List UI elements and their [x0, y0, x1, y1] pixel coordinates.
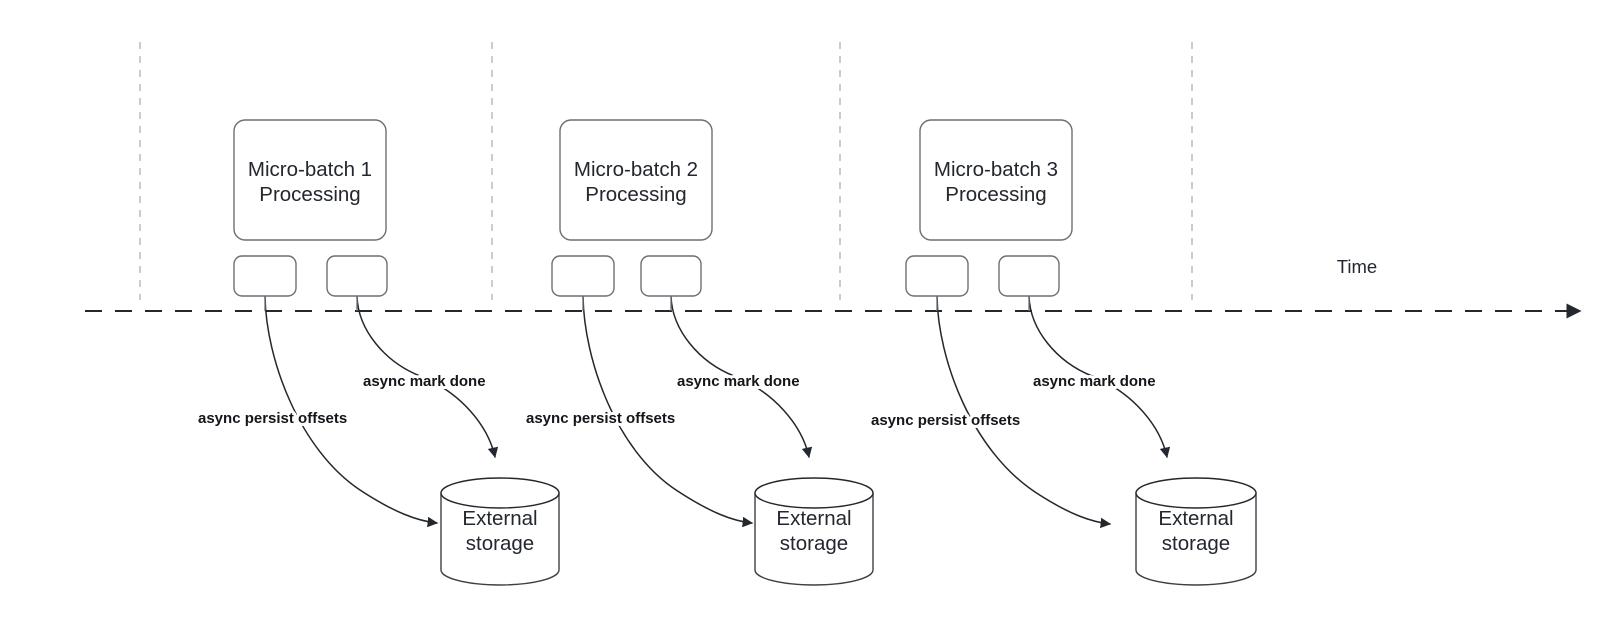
micro-batch-box-outline	[233, 119, 387, 241]
micro-batch-label-line1: Micro-batch 1	[248, 158, 372, 181]
edge-persist-offsets-2-label-halo: async persist offsets	[526, 410, 675, 427]
edge-persist-offsets-3	[936, 295, 1112, 529]
cylinder-top-ellipse	[440, 477, 560, 509]
time-axis-label: Time	[1337, 256, 1377, 277]
external-storage-label-line1: External	[462, 507, 537, 530]
micro-batch-label-line1: Micro-batch 2	[574, 158, 698, 181]
task-box-persist-1[interactable]	[233, 255, 297, 297]
task-box-markdone-2[interactable]	[640, 255, 702, 297]
edge-mark-done-1-label-halo: async mark done	[363, 373, 486, 390]
cylinder-top-ellipse	[1135, 477, 1257, 509]
diagram-shapes: Micro-batch 1ProcessingExternalstorageMi…	[233, 119, 1257, 586]
edge-persist-offsets-1-label: async persist offsets	[198, 410, 347, 427]
task-box-markdone-1[interactable]	[326, 255, 388, 297]
task-box-markdone-3[interactable]	[998, 255, 1060, 297]
edge-persist-offsets-3-label-halo: async persist offsets	[871, 412, 1020, 429]
micro-batch-box-outline	[919, 119, 1073, 241]
external-storage-label-line1: External	[1158, 507, 1233, 530]
cylinder-body	[440, 492, 560, 586]
edge-mark-done-3	[1028, 295, 1171, 459]
edge-persist-offsets-1-label-halo: async persist offsets	[198, 410, 347, 427]
edge-mark-done-2	[670, 295, 813, 459]
edge-persist-offsets-2	[582, 295, 754, 528]
edge-mark-done-1	[356, 295, 499, 459]
external-storage-label-line2: storage	[466, 532, 534, 555]
task-box-persist-2[interactable]	[551, 255, 615, 297]
micro-batch-box-outline	[559, 119, 713, 241]
external-storage-label-line2: storage	[780, 532, 848, 555]
async-flow-edges	[264, 295, 1171, 529]
micro-batch-label-line2: Processing	[945, 183, 1046, 206]
micro-batch-label-line1: Micro-batch 3	[934, 158, 1058, 181]
cylinder-body	[754, 492, 874, 586]
edge-mark-done-3-label-halo: async mark done	[1033, 373, 1156, 390]
edge-mark-done-3-label: async mark done	[1033, 373, 1156, 390]
micro-batch-label-line2: Processing	[585, 183, 686, 206]
edge-mark-done-2-label-halo: async mark done	[677, 373, 800, 390]
external-storage-label-line1: External	[776, 507, 851, 530]
edge-persist-offsets-1	[264, 295, 439, 528]
cylinder-body	[1135, 492, 1257, 586]
edge-persist-offsets-3-label: async persist offsets	[871, 412, 1020, 429]
task-box-persist-3[interactable]	[905, 255, 969, 297]
external-storage-label-line2: storage	[1162, 532, 1230, 555]
micro-batch-label-line2: Processing	[259, 183, 360, 206]
time-axis: Time	[85, 256, 1582, 319]
edge-mark-done-1-label: async mark done	[363, 373, 486, 390]
timeline-tick-group	[139, 42, 1193, 300]
async-flow-edge-labels: async persist offsets async persist offse…	[195, 370, 1159, 432]
cylinder-top-ellipse	[754, 477, 874, 509]
edge-persist-offsets-2-label: async persist offsets	[526, 410, 675, 427]
edge-mark-done-2-label: async mark done	[677, 373, 800, 390]
